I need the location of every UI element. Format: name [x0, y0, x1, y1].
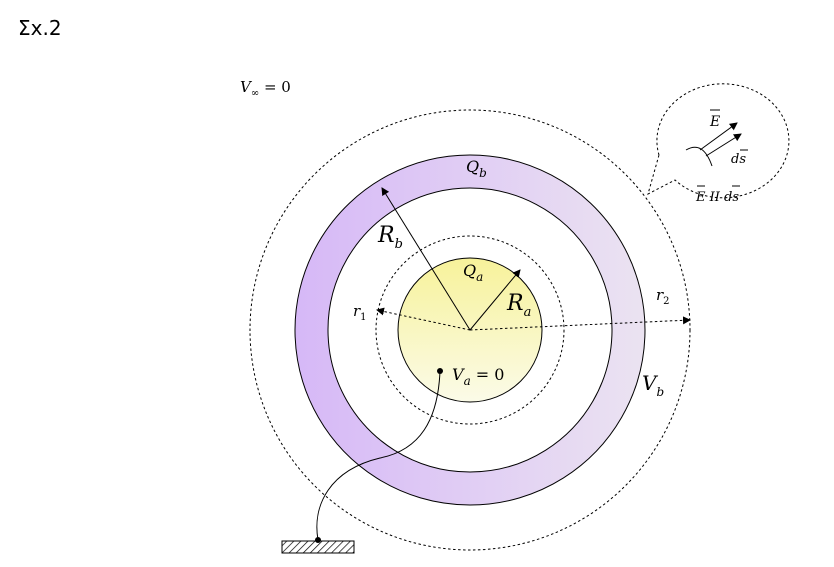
ground-wire [316, 370, 441, 541]
inset-parallel-label: E II ds [695, 190, 739, 205]
radius-rb-label: Rb [377, 223, 403, 252]
radius-rb-arrow [381, 187, 471, 331]
radius-ra-label: Ra [506, 291, 531, 320]
v-infinity-label: V∞ = 0 [240, 78, 291, 99]
radius-ra-arrow [469, 269, 521, 331]
inset-e-label: E [709, 114, 720, 130]
outer-shell [294, 154, 646, 506]
inset-e-label-group: E [709, 109, 720, 130]
radius-r1-label: r1 [353, 302, 367, 323]
radius-r2-arrow [469, 316, 691, 331]
core-charge-label: Qa [463, 261, 483, 284]
inset-bubble [647, 83, 790, 199]
radius-r1-arrow [376, 307, 471, 331]
figure-label: Σx.2 [18, 16, 62, 40]
shell-potential-label: Vb [642, 371, 664, 399]
outer-dashed-circle [249, 109, 691, 551]
inset-e-arrow [699, 122, 738, 151]
inset-ds-label: ds [731, 152, 746, 167]
inner-dashed-circle [375, 235, 565, 425]
shell-charge-label: Qb [466, 157, 487, 180]
inset-ds-label-group: ds [731, 149, 748, 167]
wire-contact-point [437, 368, 443, 374]
inset-parallel-label-group: E II ds [695, 185, 740, 205]
inset-ds-arrow [705, 133, 742, 157]
ground-symbol [281, 540, 355, 554]
radius-r2-label: r2 [656, 286, 670, 307]
core-potential-label: Va = 0 [452, 365, 504, 388]
